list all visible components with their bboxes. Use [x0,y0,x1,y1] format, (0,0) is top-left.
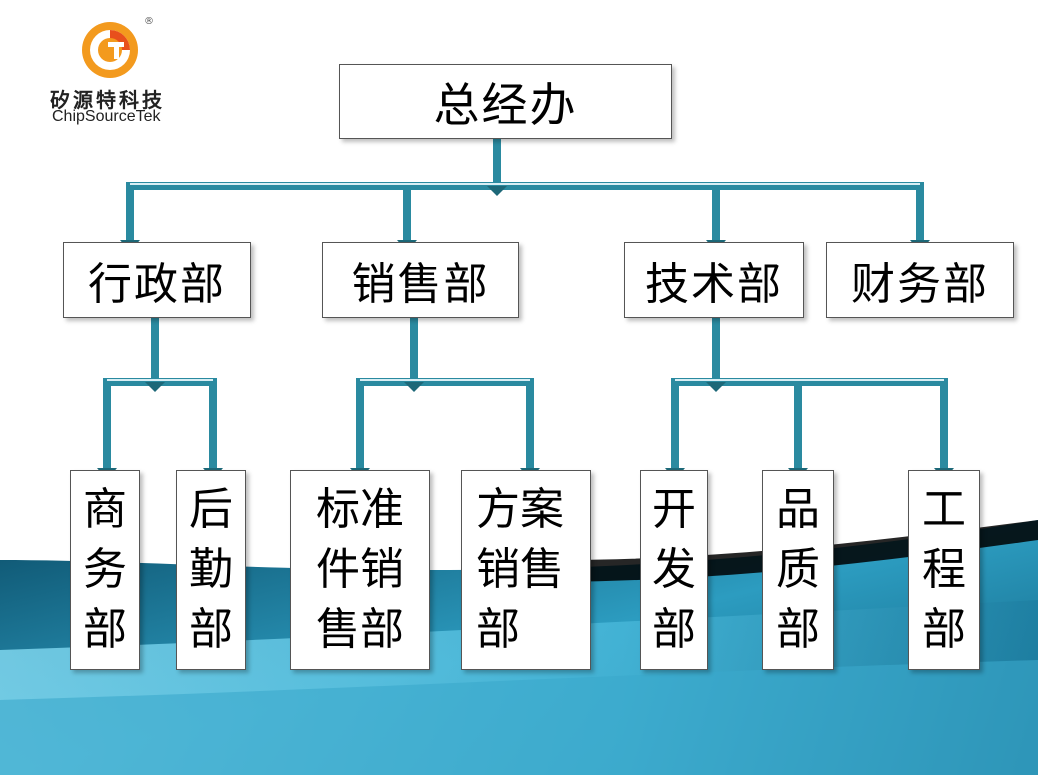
node-finance-dept: 财务部 [826,242,1014,318]
node-business-dept: 商务部 [70,470,140,670]
node-label: 商务部 [83,484,127,655]
company-logo: ® 矽源特科技 ChipSourceTek [40,12,190,132]
node-tech-dept: 技术部 [624,242,804,318]
node-label: 销售部 [351,259,490,310]
node-label: 方案销售部 [476,484,564,655]
node-label: 标准件销售部 [316,484,404,655]
node-quality-dept: 品质部 [762,470,834,670]
node-engineering-dept: 工程部 [908,470,980,670]
node-solution-sales-dept: 方案销售部 [461,470,591,670]
node-label: 行政部 [88,259,226,310]
registered-mark: ® [144,16,154,27]
node-label: 工程部 [922,484,966,655]
node-label: 财务部 [851,259,989,310]
node-admin-dept: 行政部 [63,242,251,318]
node-ceo-office: 总经办 [339,64,672,139]
node-label: 技术部 [645,259,783,310]
node-development-dept: 开发部 [640,470,708,670]
company-name-en: ChipSourceTek [52,108,161,125]
node-label: 品质部 [776,484,820,655]
node-label: 后勤部 [189,484,233,655]
company-name-cn: 矽源特科技 [50,88,165,112]
node-label: 开发部 [652,484,696,655]
letter-g-swirl-icon [82,22,138,78]
node-label: 总经办 [433,77,578,132]
node-standard-sales-dept: 标准件销售部 [290,470,430,670]
node-logistics-dept: 后勤部 [176,470,246,670]
node-sales-dept: 销售部 [322,242,519,318]
